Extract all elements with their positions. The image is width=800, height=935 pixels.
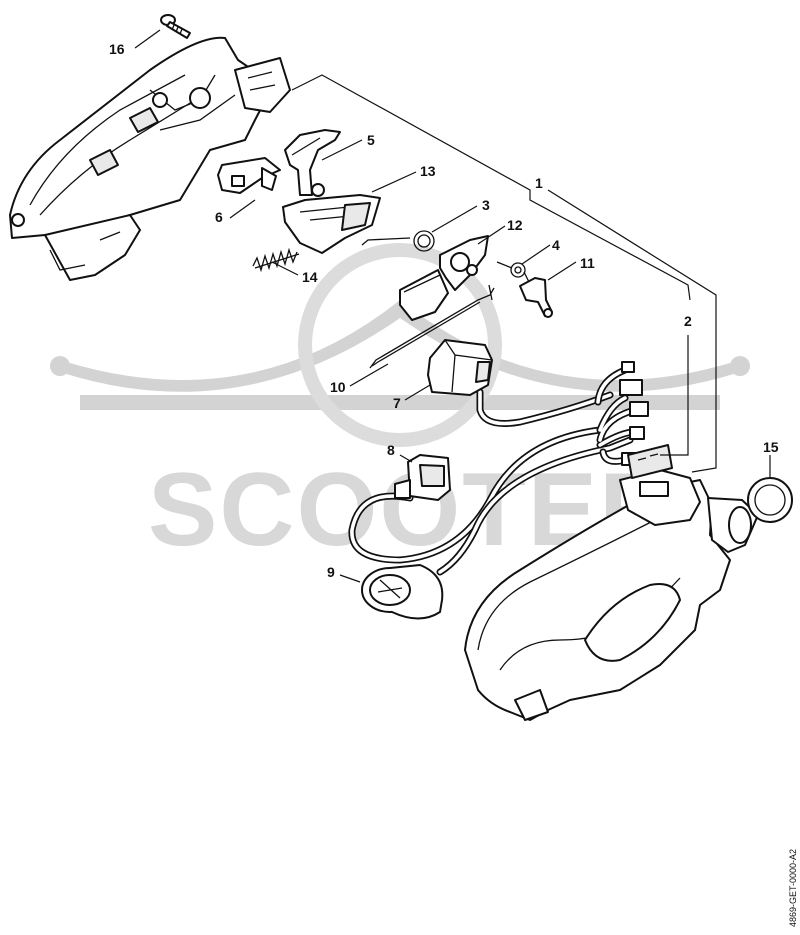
part-13-trigger (282, 194, 381, 254)
watermark-swoosh (60, 300, 740, 392)
leader-lines (134, 29, 771, 583)
part-6-latch (217, 157, 281, 194)
callout-9: 9 (327, 564, 335, 580)
part-11-pawl (519, 277, 553, 318)
callout-1: 1 (535, 175, 543, 191)
callout-14: 14 (302, 269, 318, 285)
part-4-spring (496, 261, 531, 285)
callout-11: 11 (580, 255, 595, 271)
callout-4: 4 (552, 237, 560, 253)
part-12-switch-lever (399, 235, 489, 321)
callout-6: 6 (215, 209, 223, 225)
callout-labels: 16 5 13 1 3 6 12 4 11 14 2 10 7 8 15 9 (109, 41, 779, 580)
watermark-bars (80, 395, 720, 410)
callout-8: 8 (387, 442, 395, 458)
watermark-dot-right (730, 356, 750, 376)
watermark-ring (298, 243, 502, 447)
callout-7: 7 (393, 395, 401, 411)
part-2-housing (464, 444, 759, 721)
part-10-rod (369, 284, 495, 369)
part-7-module (427, 339, 493, 396)
housing-shell (9, 36, 291, 281)
part-14-spring (252, 247, 300, 273)
part-15-ring (747, 477, 793, 523)
part-3-spring (361, 230, 435, 252)
callout-15: 15 (763, 439, 779, 455)
watermark-dot-left (50, 356, 70, 376)
document-reference: 4869-GET-0000-A2 (788, 848, 798, 927)
callout-3: 3 (482, 197, 490, 213)
part-5-lever (284, 129, 341, 197)
callout-10: 10 (330, 379, 346, 395)
part-8-switch (394, 454, 451, 501)
callout-5: 5 (367, 132, 375, 148)
callout-16: 16 (109, 41, 125, 57)
callout-12: 12 (507, 217, 523, 233)
part-9-socket (361, 564, 444, 620)
callout-13: 13 (420, 163, 436, 179)
part-16-screw (160, 14, 191, 39)
callout-2: 2 (684, 313, 692, 329)
